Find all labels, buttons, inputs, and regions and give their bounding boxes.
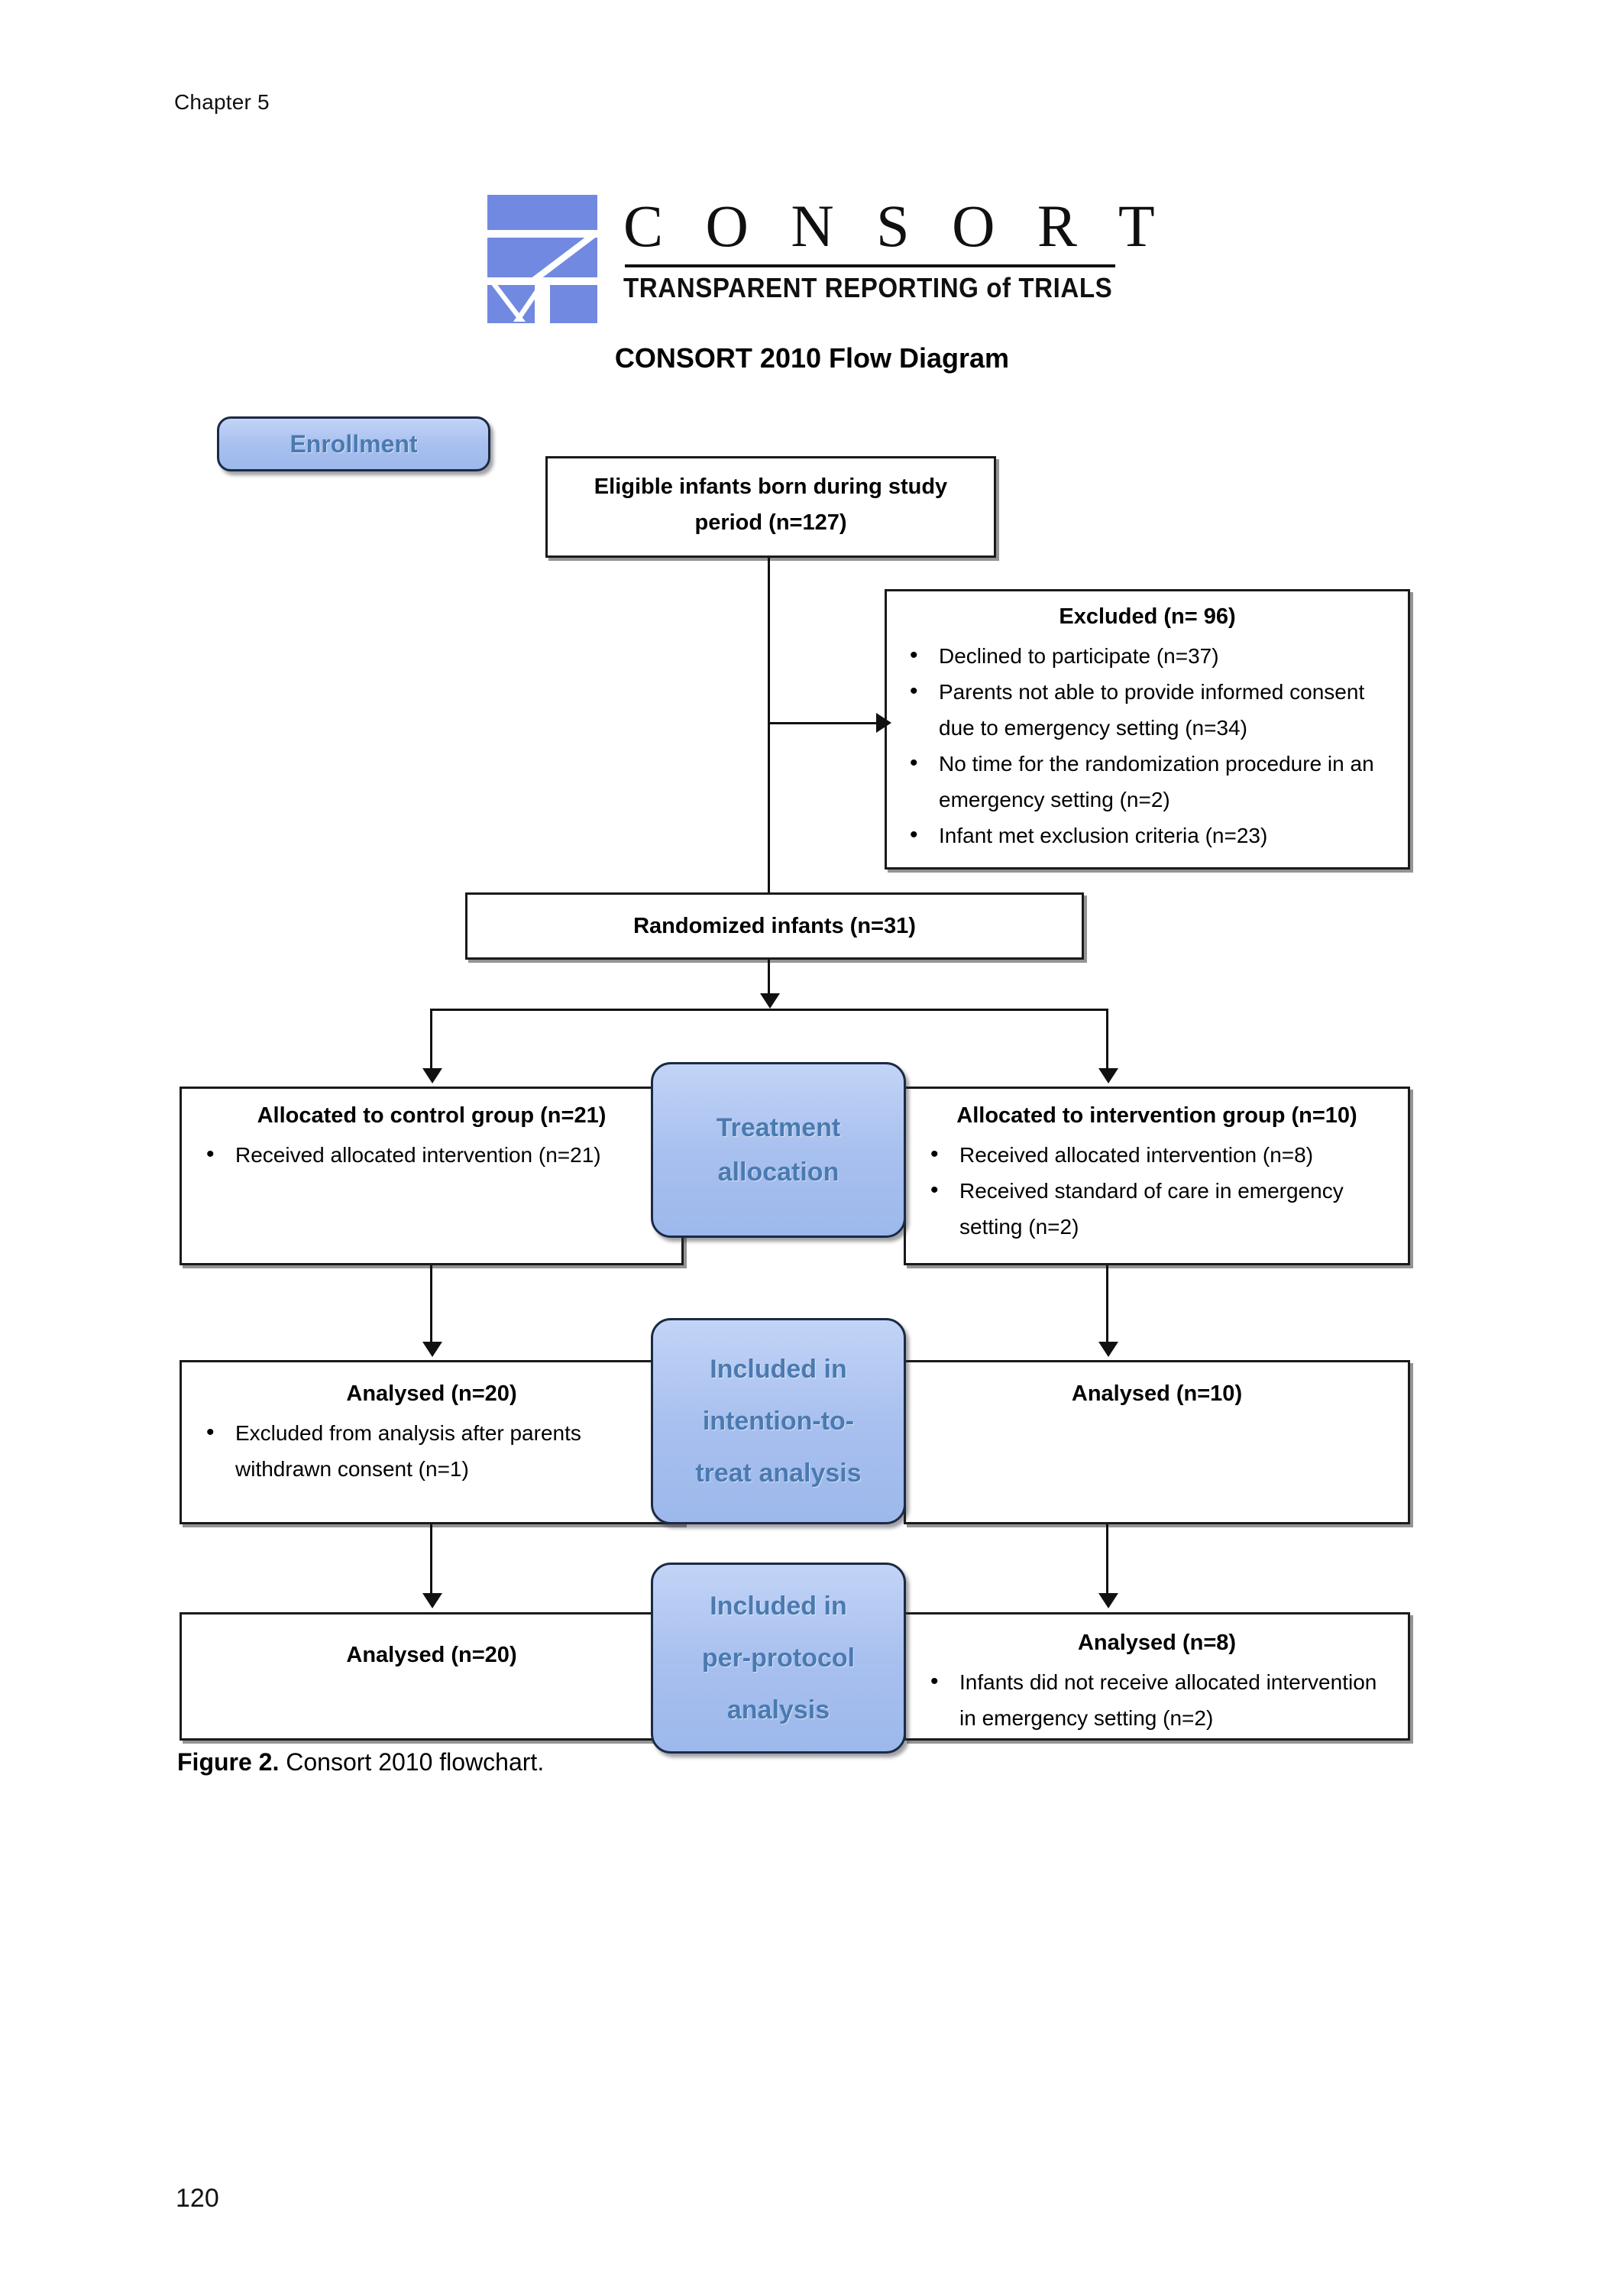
list-item: Parents not able to provide informed con… [899, 673, 1396, 746]
stage-badge-per-protocol: Included in per-protocol analysis [651, 1563, 906, 1754]
node-eligible-infants: Eligible infants born during study perio… [545, 456, 996, 558]
stage-badge-itt-line3: treat analysis [695, 1459, 862, 1488]
node-itt-control: Analysed (n=20) Excluded from analysis a… [180, 1360, 684, 1524]
connector-itt-intervention-to-pp [1106, 1524, 1108, 1601]
arrow-intervention-to-itt [1098, 1342, 1118, 1357]
node-excluded-list: Declined to participate (n=37) Parents n… [899, 637, 1396, 853]
stage-badge-per-protocol-line1: Included in [710, 1592, 847, 1621]
node-allocated-control-header: Allocated to control group (n=21) [257, 1103, 607, 1128]
list-item: Declined to participate (n=37) [899, 637, 1396, 674]
stage-badge-enrollment-label: Enrollment [290, 429, 418, 458]
node-itt-control-header: Analysed (n=20) [346, 1381, 517, 1406]
node-allocated-control: Allocated to control group (n=21) Receiv… [180, 1087, 684, 1265]
list-item: No time for the randomization procedure … [899, 745, 1396, 818]
node-itt-control-list: Excluded from analysis after parents wit… [196, 1414, 668, 1487]
connector-split-left [430, 1009, 432, 1076]
node-eligible-infants-line2: period (n=127) [694, 510, 847, 535]
list-item: Received standard of care in emergency s… [920, 1172, 1394, 1245]
connector-control-to-itt [430, 1265, 432, 1349]
arrow-itt-control-to-pp [422, 1593, 442, 1608]
node-itt-intervention-header: Analysed (n=10) [1071, 1381, 1243, 1406]
arrow-split-left [422, 1068, 442, 1083]
figure-caption: Figure 2. Consort 2010 flowchart. [177, 1748, 544, 1776]
consort-wordmark: C O N S O R T [623, 193, 1169, 259]
node-allocated-control-list: Received allocated intervention (n=21) [196, 1136, 668, 1173]
arrow-to-excluded [876, 713, 891, 733]
running-head: Chapter 5 [174, 90, 270, 114]
connector-intervention-to-itt [1106, 1265, 1108, 1349]
connector-split-bus [430, 1009, 1108, 1011]
list-item: Received allocated intervention (n=21) [196, 1136, 668, 1173]
node-allocated-intervention-header: Allocated to intervention group (n=10) [956, 1103, 1357, 1128]
consort-tagline: TRANSPARENT REPORTING of TRIALS [623, 272, 1113, 303]
stage-badge-treatment-allocation-text: Treatment allocation [717, 1106, 841, 1194]
stage-badge-itt-line2: intention-to- [702, 1407, 855, 1436]
stage-badge-treatment-allocation-line1: Treatment [716, 1113, 841, 1142]
stage-badge-enrollment: Enrollment [217, 416, 490, 471]
page-number: 120 [176, 2184, 219, 2213]
arrow-randomized-down [760, 993, 780, 1009]
node-excluded-header: Excluded (n= 96) [1059, 604, 1236, 629]
arrow-control-to-itt [422, 1342, 442, 1357]
consort-logo-wordmark-block: C O N S O R T TRANSPARENT REPORTING of T… [623, 191, 1169, 304]
logo-divider [625, 264, 1115, 267]
node-pp-control-header: Analysed (n=20) [346, 1643, 517, 1667]
figure-caption-text: Consort 2010 flowchart. [279, 1748, 545, 1776]
stage-badge-treatment-allocation: Treatment allocation [651, 1062, 906, 1238]
stage-badge-itt-line1: Included in [710, 1355, 847, 1384]
list-item: Infant met exclusion criteria (n=23) [899, 817, 1396, 853]
node-excluded: Excluded (n= 96) Declined to participate… [885, 589, 1410, 870]
connector-to-excluded [768, 722, 878, 724]
stage-badge-per-protocol-text: Included in per-protocol analysis [702, 1580, 855, 1736]
node-pp-intervention-list: Infants did not receive allocated interv… [920, 1663, 1394, 1736]
figure-caption-label: Figure 2. [177, 1748, 280, 1776]
node-randomized-infants: Randomized infants (n=31) [465, 892, 1084, 960]
connector-eligible-to-randomized [768, 558, 770, 892]
stage-badge-itt-text: Included in intention-to- treat analysis [695, 1343, 861, 1499]
list-item: Received allocated intervention (n=8) [920, 1136, 1394, 1173]
node-allocated-intervention: Allocated to intervention group (n=10) R… [904, 1087, 1410, 1265]
node-itt-intervention: Analysed (n=10) [904, 1360, 1410, 1524]
connector-itt-control-to-pp [430, 1524, 432, 1601]
stage-badge-treatment-allocation-line2: allocation [717, 1158, 839, 1187]
list-item: Infants did not receive allocated interv… [920, 1663, 1394, 1736]
consort-logo: C O N S O R T TRANSPARENT REPORTING of T… [486, 191, 1169, 329]
stage-badge-per-protocol-line2: per-protocol [701, 1644, 856, 1673]
consort-logo-mark [487, 195, 597, 323]
connector-split-right [1106, 1009, 1108, 1076]
node-allocated-intervention-list: Received allocated intervention (n=8) Re… [920, 1136, 1394, 1245]
arrow-split-right [1098, 1068, 1118, 1083]
node-pp-control: Analysed (n=20) [180, 1612, 684, 1741]
stage-badge-itt: Included in intention-to- treat analysis [651, 1318, 906, 1524]
stage-badge-per-protocol-line3: analysis [726, 1695, 830, 1725]
node-pp-intervention: Analysed (n=8) Infants did not receive a… [904, 1612, 1410, 1741]
node-pp-intervention-header: Analysed (n=8) [1077, 1631, 1237, 1655]
connector-randomized-down [768, 960, 770, 1001]
arrow-itt-intervention-to-pp [1098, 1593, 1118, 1608]
diagram-title: CONSORT 2010 Flow Diagram [614, 342, 1010, 374]
node-randomized-infants-header: Randomized infants (n=31) [633, 914, 916, 938]
node-eligible-infants-line1: Eligible infants born during study [594, 474, 948, 499]
list-item: Excluded from analysis after parents wit… [196, 1414, 668, 1487]
